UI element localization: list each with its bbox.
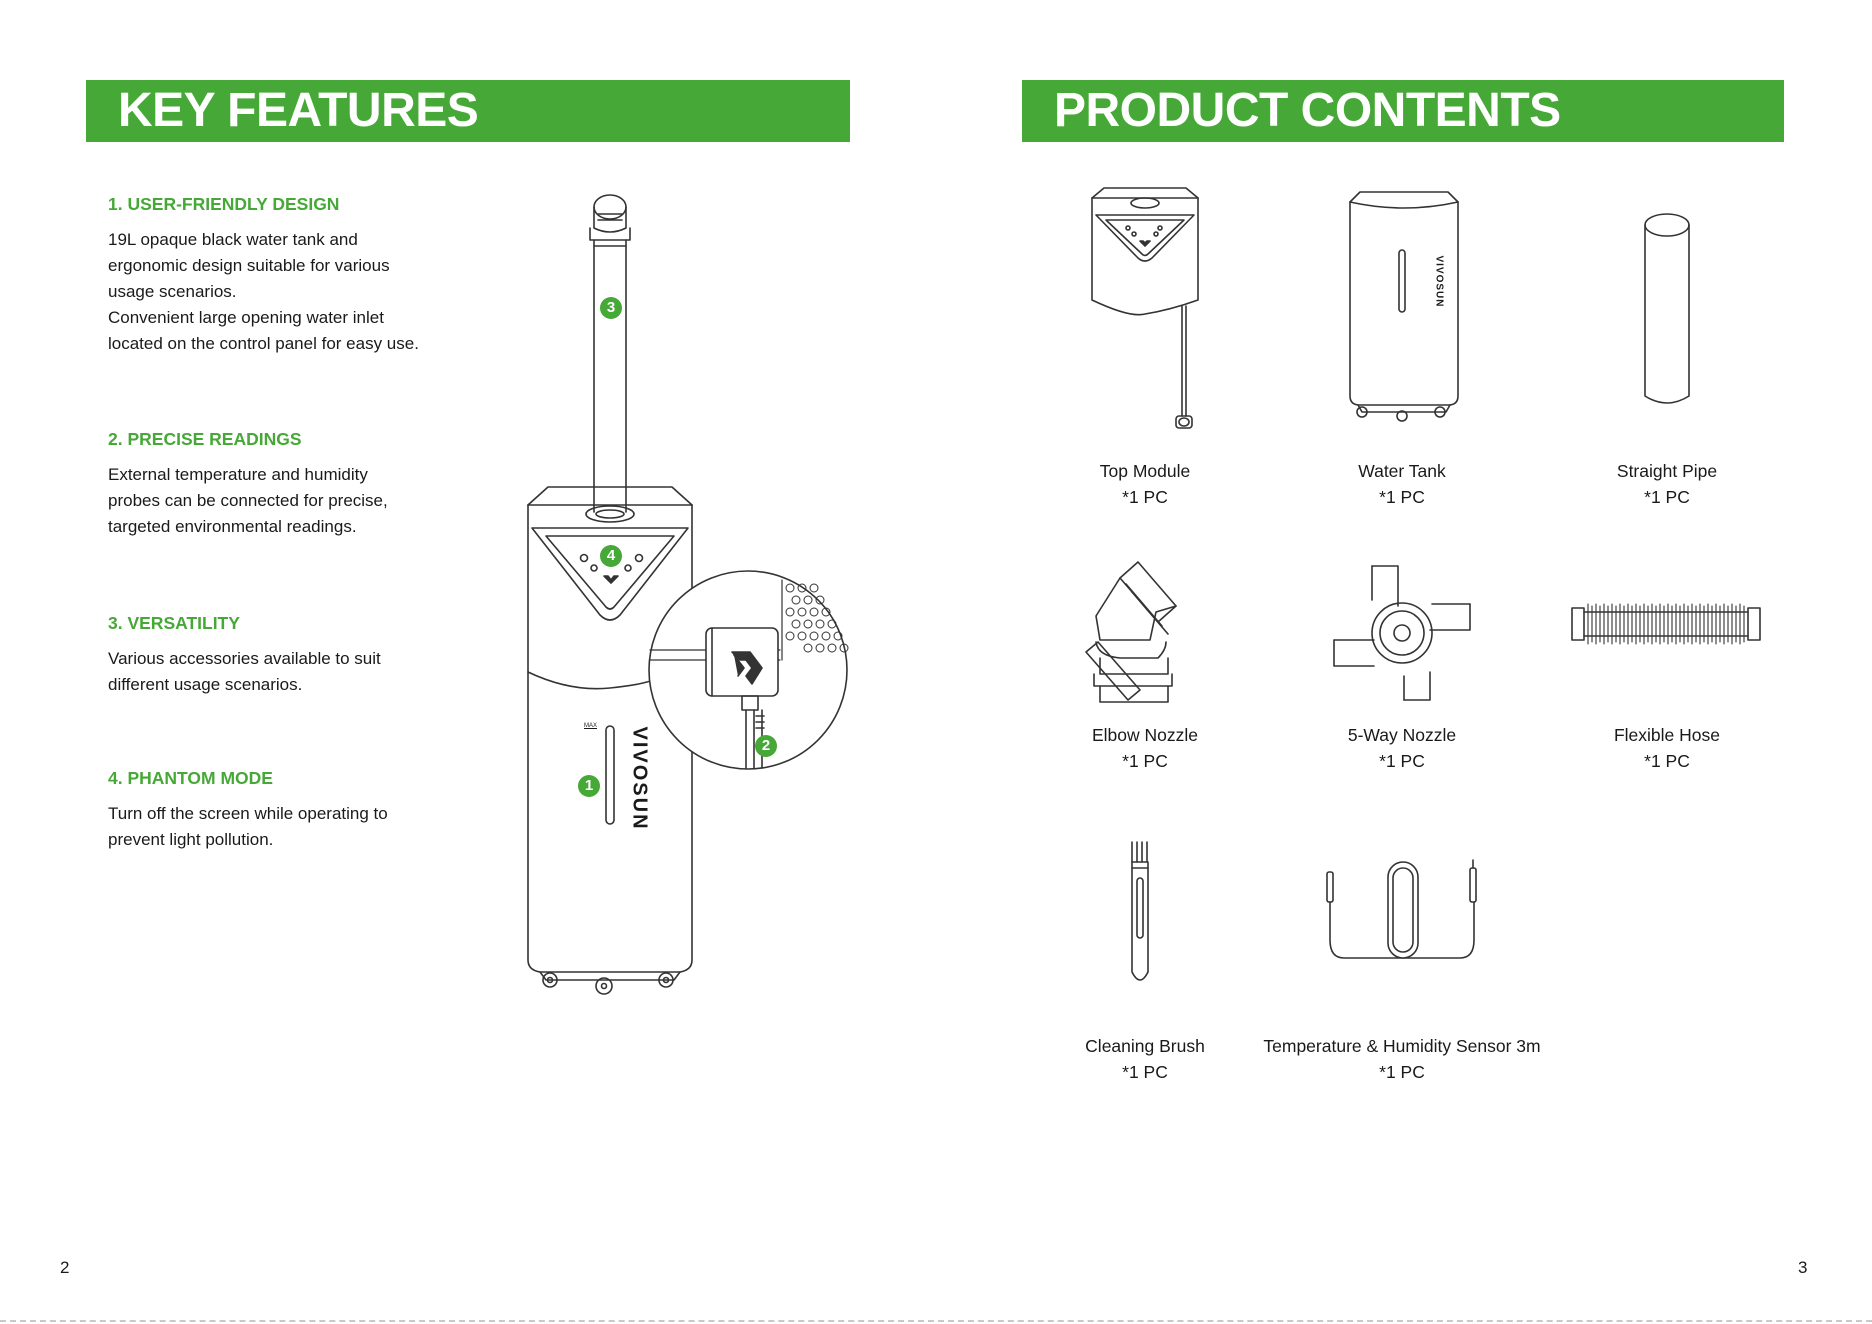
item-name: 5-Way Nozzle [1347,725,1457,745]
item-name: Straight Pipe [1616,461,1718,481]
item-qty: *1 PC [1122,487,1168,507]
feature-body: 19L opaque black water tank and ergonomi… [108,230,419,353]
cleaning-brush-illustration [1131,841,1149,981]
feature-title: 2. PRECISE READINGS [108,429,302,449]
water-tank-illustration [1349,191,1459,422]
feature-title: 1. USER-FRIENDLY DESIGN [108,194,340,214]
flexible-hose-illustration [1571,603,1761,645]
feature-title: 3. VERSATILITY [108,613,240,633]
item-temperature-humidity-sensor: Temperature & Humidity Sensor 3m *1 PC [1232,1033,1572,1085]
item-elbow-nozzle: Elbow Nozzle *1 PC [975,722,1315,774]
elbow-nozzle-illustration [1085,561,1177,703]
top-module-illustration [1091,187,1199,429]
page-number-right: 3 [1798,1258,1808,1277]
tank-brand-label: VIVOSUN [1433,255,1445,308]
feature-precise-readings: 2. PRECISE READINGS External temperature… [108,428,508,540]
item-water-tank: Water Tank *1 PC [1232,458,1572,510]
page-number-left: 2 [60,1258,70,1277]
item-name: Elbow Nozzle [1091,725,1199,745]
feature-user-friendly: 1. USER-FRIENDLY DESIGN 19L opaque black… [108,193,508,357]
item-qty: *1 PC [1379,1062,1425,1082]
sensor-port-zoom-illustration [648,570,849,770]
key-features-heading: KEY FEATURES [118,84,479,137]
feature-body: Turn off the screen while operating to p… [108,804,388,849]
item-flexible-hose: Flexible Hose *1 PC [1497,722,1837,774]
callout-badge-3: 3 [600,297,622,319]
product-contents-heading: PRODUCT CONTENTS [1054,84,1561,137]
straight-pipe-illustration [1644,213,1690,404]
item-qty: *1 PC [1644,751,1690,771]
item-qty: *1 PC [1644,487,1690,507]
item-cleaning-brush: Cleaning Brush *1 PC [975,1033,1315,1085]
item-name: Temperature & Humidity Sensor 3m [1263,1036,1541,1056]
item-qty: *1 PC [1122,1062,1168,1082]
tank-max-label: MAX [584,723,598,729]
item-name: Top Module [1099,461,1191,481]
feature-body: External temperature and humidity probes… [108,465,388,536]
callout-badge-2: 2 [755,735,777,757]
feature-title: 4. PHANTOM MODE [108,768,273,788]
item-qty: *1 PC [1379,487,1425,507]
five-way-nozzle-illustration [1333,565,1471,701]
item-five-way-nozzle: 5-Way Nozzle *1 PC [1232,722,1572,774]
item-top-module: Top Module *1 PC [975,458,1315,510]
key-features-banner: KEY FEATURES [86,80,850,142]
callout-badge-4: 4 [600,545,622,567]
product-contents-banner: PRODUCT CONTENTS [1022,80,1784,142]
callout-badge-1: 1 [578,775,600,797]
bottom-rule [0,1320,1872,1322]
item-name: Flexible Hose [1613,725,1721,745]
item-straight-pipe: Straight Pipe *1 PC [1497,458,1837,510]
temperature-humidity-sensor-illustration [1326,859,1477,959]
item-name: Cleaning Brush [1085,1036,1205,1056]
device-brand-label: VIVOSUN [628,726,651,831]
feature-phantom-mode: 4. PHANTOM MODE Turn off the screen whil… [108,767,508,853]
feature-versatility: 3. VERSATILITY Various accessories avail… [108,612,508,698]
item-name: Water Tank [1358,461,1446,481]
feature-body: Various accessories available to suit di… [108,649,381,694]
item-qty: *1 PC [1122,751,1168,771]
item-qty: *1 PC [1379,751,1425,771]
